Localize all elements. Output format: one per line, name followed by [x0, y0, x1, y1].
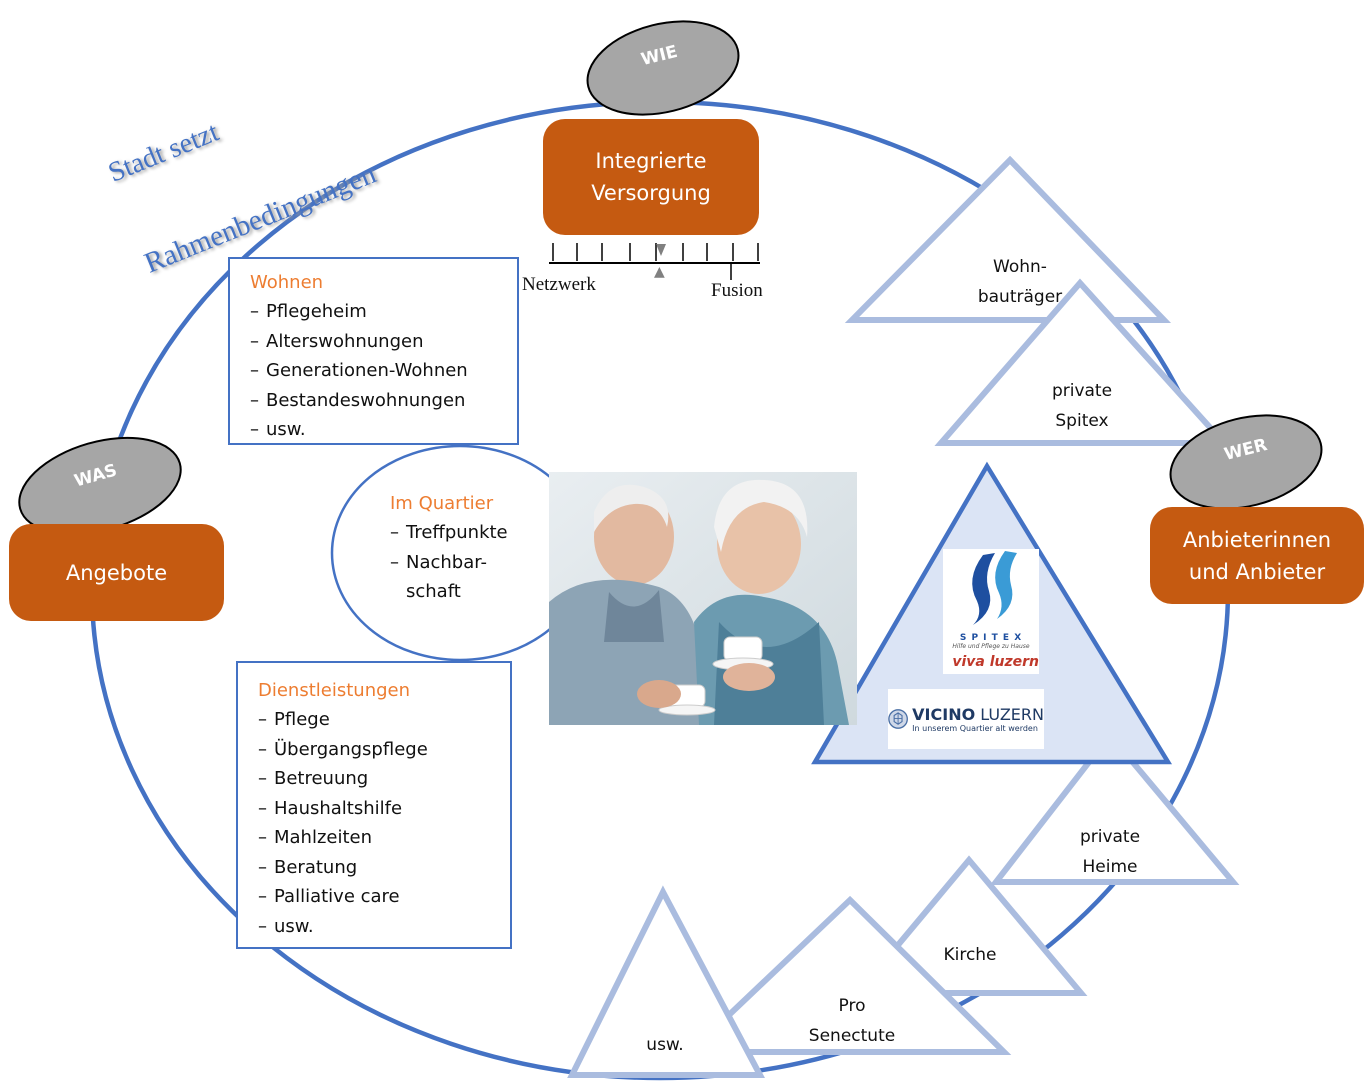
integration-scale	[549, 243, 760, 280]
triangle-private-spitex	[934, 278, 1231, 446]
list-item: –Alterswohnungen	[250, 330, 424, 352]
list-item: –Beratung	[258, 856, 358, 878]
anbieter-line2: und Anbieter	[1188, 559, 1326, 584]
list-item: –usw.	[258, 915, 314, 937]
wohnen-box: Wohnen –Pflegeheim –Alterswohnungen –Gen…	[228, 257, 519, 445]
scale-marker-icon: ▲	[654, 264, 665, 280]
vicino-rest: LUZERN	[980, 705, 1044, 724]
usw-label: usw.	[646, 1035, 684, 1055]
dienstleistungen-box: Dienstleistungen –Pflege –Übergangspfleg…	[236, 661, 512, 949]
integrierte-versorgung-box: Integrierte Versorgung	[543, 119, 759, 235]
list-item: –Nachbar-	[390, 551, 487, 573]
anbieter-line1: Anbieterinnen	[1182, 527, 1332, 552]
dienstleistungen-title: Dienstleistungen	[258, 680, 411, 701]
scale-left-label: Netzwerk	[522, 274, 596, 295]
list-item: –Generationen-Wohnen	[250, 360, 468, 381]
kirche-label: Kirche	[943, 945, 997, 965]
spitex-tagline: Hilfe und Pflege zu Hause	[952, 643, 1030, 650]
seniors-photo	[549, 472, 857, 725]
list-item: –Betreuung	[258, 768, 369, 789]
vicino-emblem-icon	[888, 709, 908, 729]
list-item: –Treffpunkte	[390, 522, 508, 543]
scale-right-label: Fusion	[711, 280, 763, 301]
list-item: schaft	[406, 581, 461, 602]
angebote-box: Angebote	[9, 524, 224, 621]
list-item: –Haushaltshilfe	[258, 797, 403, 819]
vicino-logo: VICINO LUZERN In unserem Quartier alt we…	[888, 689, 1044, 749]
quartier-title: Im Quartier	[390, 493, 494, 514]
triangle-wohnbautraeger	[844, 155, 1172, 323]
vicino-tagline: In unserem Quartier alt werden	[912, 724, 1038, 733]
scale-pointer-top	[656, 244, 666, 256]
integrierte-versorgung-line1: Integrierte	[595, 149, 707, 173]
vicino-text: VICINO LUZERN In unserem Quartier alt we…	[912, 705, 1044, 733]
list-item: –Palliative care	[258, 886, 400, 907]
private-spitex-label: private Spitex	[1051, 381, 1113, 431]
viva-luzern-logo: viva luzern	[952, 654, 1039, 670]
private-heime-label: private Heime	[1079, 827, 1141, 876]
list-item: –usw.	[250, 419, 306, 440]
spitex-swoosh-icon	[972, 551, 1017, 625]
triangle-pro-senectute	[682, 895, 1012, 1055]
wohnen-title: Wohnen	[250, 272, 324, 293]
pro-senectute-label: Pro Senectute	[808, 996, 896, 1046]
quartier-content: Im Quartier –Treffpunkte –Nachbar- schaf…	[390, 490, 508, 607]
provider-triangles	[567, 155, 1240, 1078]
list-item: –Mahlzeiten	[258, 827, 373, 848]
vicino-bold: VICINO	[912, 705, 976, 724]
list-item: –Übergangspflege	[258, 738, 428, 760]
list-item: –Bestandeswohnungen	[250, 389, 466, 411]
list-item: –Pflege	[258, 709, 330, 730]
angebote-label: Angebote	[65, 560, 168, 585]
wie-stone	[586, 20, 740, 116]
integrierte-versorgung-line2: Versorgung	[591, 181, 711, 205]
anbieter-box: Anbieterinnen und Anbieter	[1150, 507, 1364, 604]
wohnbautraeger-label: Wohn- bauträger	[977, 257, 1063, 307]
list-item: –Pflegeheim	[250, 301, 367, 322]
spitex-wordmark: S P I T E X	[959, 633, 1023, 643]
spitex-logo: S P I T E X Hilfe und Pflege zu Hause vi…	[943, 549, 1039, 674]
triangle-usw	[567, 885, 765, 1078]
triangle-private-heime	[989, 730, 1240, 885]
wer-stone	[1169, 414, 1323, 510]
